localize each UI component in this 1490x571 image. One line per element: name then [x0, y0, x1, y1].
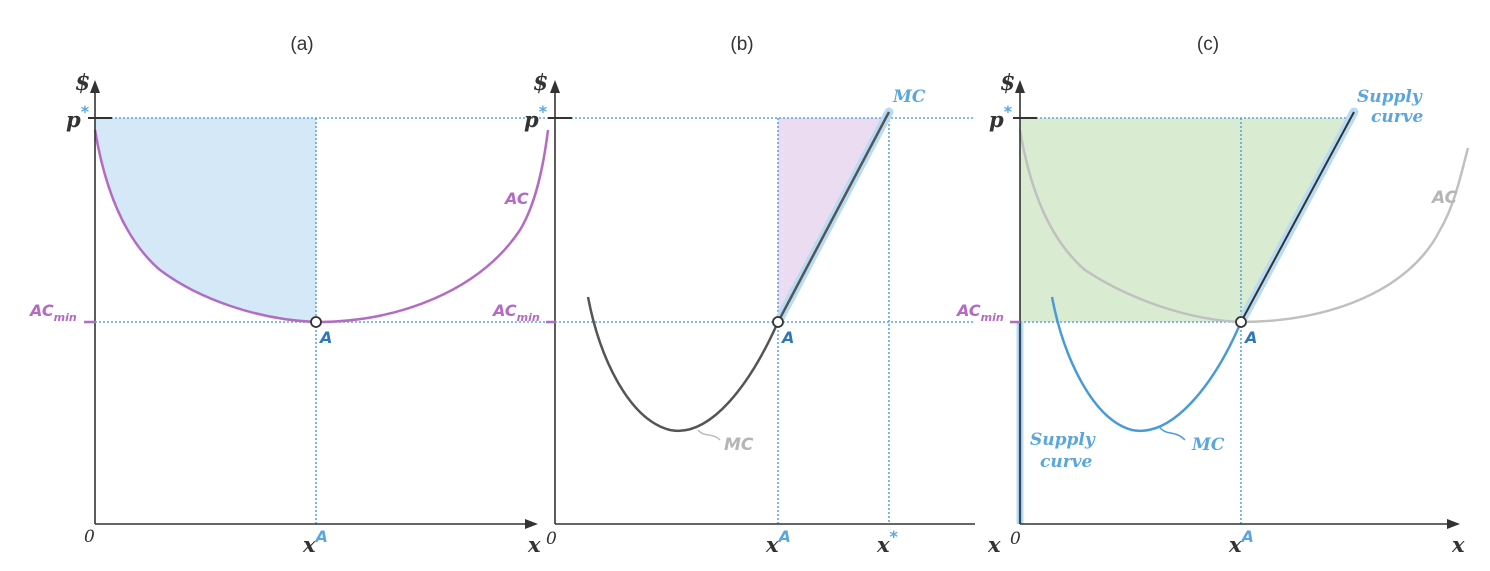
panel-c-title: (c): [1197, 34, 1219, 55]
panel-c: (c) $ p* ACmin Supply curve AC Sup: [955, 34, 1470, 557]
mc-upper-segment-c: [1240, 111, 1355, 323]
mc-leader-b: [697, 429, 721, 441]
supply-low-label-line2-c: curve: [1040, 452, 1093, 472]
xstar-label-b: x*: [876, 527, 899, 557]
ac-label-c: AC: [1430, 188, 1458, 208]
x-axis-label-b: x: [987, 532, 1001, 557]
point-a-marker-b: [772, 316, 784, 328]
point-a-marker-a: [310, 316, 322, 328]
mc-curve-b: [586, 111, 891, 433]
panel-b: (b) $ p* ACmin MC MC 0 xA x* x A: [491, 34, 1001, 557]
supply-top-label-line1-c: Supply: [1357, 87, 1423, 107]
x-axis-arrow-c: [1447, 519, 1460, 529]
total-surplus-region-c: [1020, 118, 1354, 322]
y-axis-label-b: $: [533, 70, 548, 96]
supply-low-label-line1-c: Supply: [1030, 430, 1096, 450]
y-axis-label-c: $: [1000, 70, 1015, 96]
point-a-label-c: A: [1243, 328, 1257, 347]
origin-label-b: 0: [546, 529, 557, 549]
p-star-label-b: p*: [524, 102, 548, 132]
y-axis-label-a: $: [75, 70, 90, 96]
xa-label-a: xA: [302, 527, 328, 557]
origin-label-c: 0: [1010, 529, 1021, 549]
xa-label-c: xA: [1228, 527, 1254, 557]
p-star-label-c: p*: [989, 102, 1013, 132]
origin-label-a: 0: [84, 527, 95, 547]
xa-label-b: xA: [765, 527, 791, 557]
profit-shaded-region-a: [95, 118, 316, 322]
panel-b-title: (b): [730, 34, 753, 55]
mc-leader-c: [1159, 427, 1186, 441]
point-a-marker-c: [1235, 316, 1247, 328]
x-axis-label-a: x: [527, 532, 541, 557]
x-axis-label-c: x: [1451, 532, 1465, 557]
ac-curve-label-a: AC: [503, 189, 529, 208]
y-axis-arrow-b: [550, 80, 560, 93]
mc-curve-c: [1050, 296, 1243, 433]
x-axis-arrow-a: [525, 519, 538, 529]
acmin-label-a: ACmin: [28, 301, 77, 324]
mc-label-c: MC: [1191, 435, 1225, 455]
p-star-label-a: p*: [66, 102, 90, 132]
acmin-label-c: ACmin: [955, 301, 1004, 324]
panel-a: (a) $ p* ACmin AC 0 xA x A: [28, 34, 550, 557]
mc-bottom-label-b: MC: [724, 435, 754, 455]
y-axis-arrow-a: [90, 80, 100, 93]
point-a-label-b: A: [780, 328, 794, 347]
mc-top-label-b: MC: [892, 87, 926, 107]
supply-top-label-line2-c: curve: [1371, 107, 1424, 127]
panel-a-title: (a): [290, 34, 313, 55]
y-axis-arrow-c: [1015, 80, 1025, 93]
point-a-label-a: A: [318, 328, 332, 347]
acmin-label-b: ACmin: [491, 301, 540, 324]
